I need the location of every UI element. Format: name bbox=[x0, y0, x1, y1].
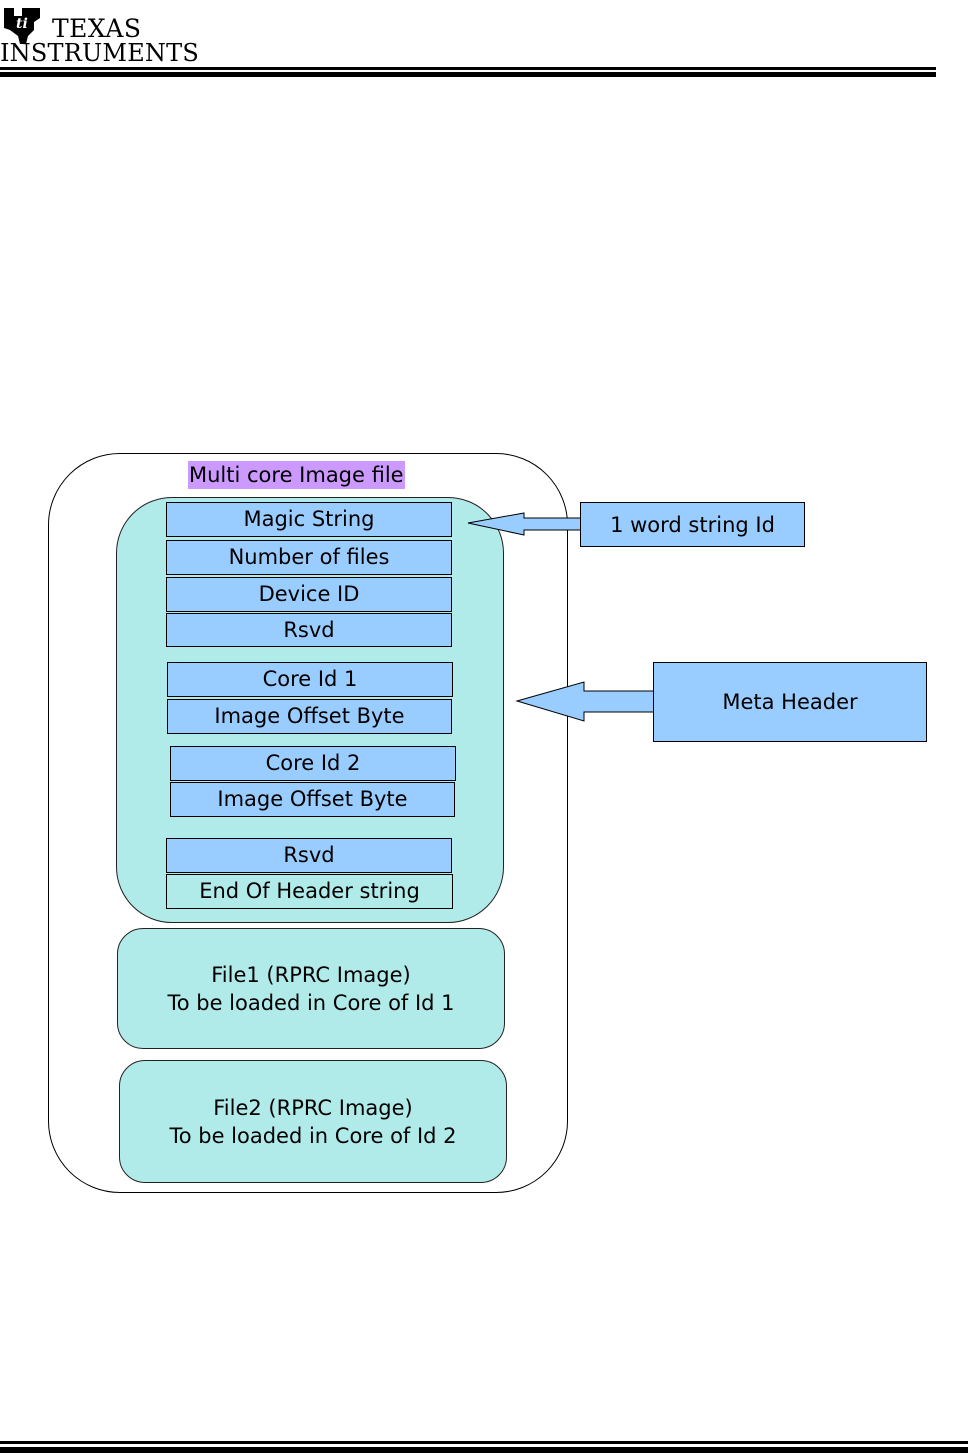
file1-block: File1 (RPRC Image) To be loaded in Core … bbox=[117, 928, 505, 1049]
file1-title: File1 (RPRC Image) bbox=[211, 962, 411, 987]
arrow-to-meta-header bbox=[515, 681, 656, 722]
header-rule-thick bbox=[0, 72, 936, 77]
diagram-title: Multi core Image file bbox=[188, 461, 405, 489]
file1-description: To be loaded in Core of Id 1 bbox=[167, 990, 455, 1015]
field-device-id: Device ID bbox=[166, 577, 452, 612]
file2-title: File2 (RPRC Image) bbox=[213, 1095, 413, 1120]
file2-description: To be loaded in Core of Id 2 bbox=[169, 1123, 457, 1148]
header-rule-thin bbox=[0, 67, 936, 70]
svg-text:ti: ti bbox=[16, 16, 28, 32]
callout-meta-header: Meta Header bbox=[653, 662, 927, 742]
texas-state-icon: ti bbox=[4, 8, 40, 44]
field-core-id-2: Core Id 2 bbox=[170, 746, 456, 781]
field-core-id-1: Core Id 1 bbox=[167, 662, 453, 697]
arrow-to-magic-string bbox=[467, 512, 583, 536]
ti-logo: ti Texas Instruments bbox=[0, 2, 200, 67]
logo-word-instruments: Instruments bbox=[0, 39, 199, 67]
logo-word-texas: Texas bbox=[52, 14, 142, 43]
field-magic-string: Magic String bbox=[166, 502, 452, 537]
footer-rule-thin bbox=[0, 1441, 968, 1444]
field-image-offset-2: Image Offset Byte bbox=[170, 782, 455, 817]
callout-magic-string: 1 word string Id bbox=[580, 502, 805, 547]
field-rsvd-1: Rsvd bbox=[166, 613, 452, 647]
field-rsvd-2: Rsvd bbox=[166, 838, 452, 873]
field-number-of-files: Number of files bbox=[166, 540, 452, 575]
file2-block: File2 (RPRC Image) To be loaded in Core … bbox=[119, 1060, 507, 1183]
field-end-of-header: End Of Header string bbox=[166, 874, 453, 909]
field-image-offset-1: Image Offset Byte bbox=[167, 699, 452, 734]
footer-rule-thick bbox=[0, 1447, 968, 1453]
